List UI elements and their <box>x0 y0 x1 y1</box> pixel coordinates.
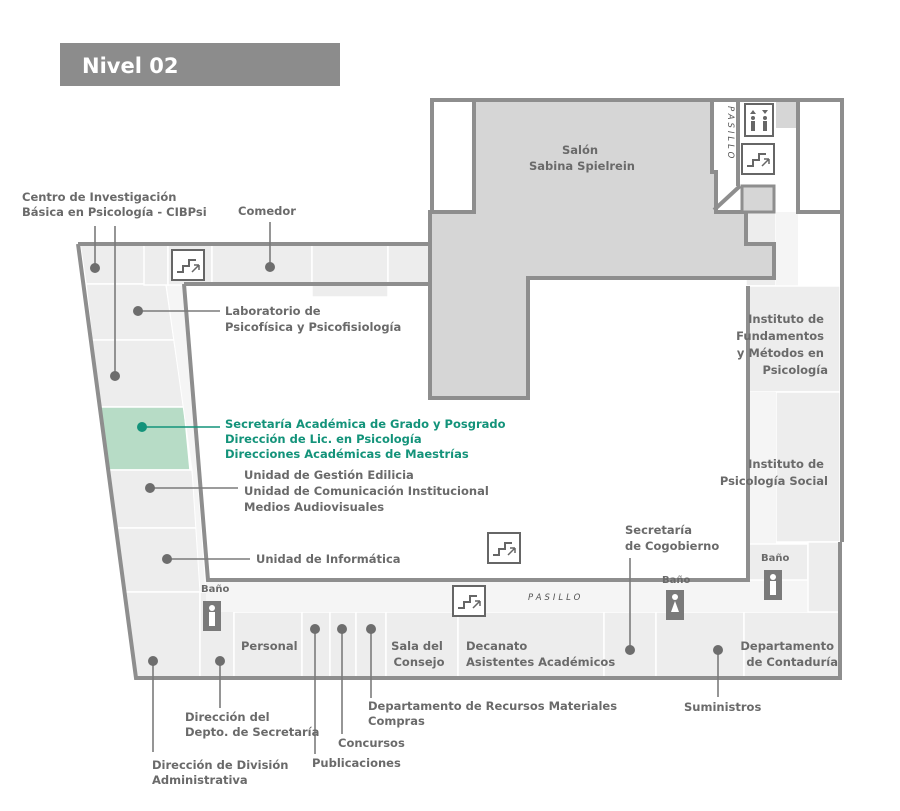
label-cogobierno: Secretaría de Cogobierno <box>625 523 719 553</box>
room-cibpsi[interactable] <box>91 339 185 408</box>
corridor-label-vertical: PASILLO <box>725 106 735 161</box>
label-depto-secretaria: Dirección del Depto. de Secretaría <box>185 710 319 739</box>
label-contaduria: Departamento de Contaduría <box>740 639 838 669</box>
label-gestion: Unidad de Gestión Edilicia Unidad de Com… <box>244 468 493 514</box>
bath-label-right: Baño <box>761 553 789 564</box>
room-secretaria-academica[interactable] <box>99 406 191 471</box>
bath-label-left: Baño <box>201 584 229 595</box>
bath-label-center: Baño <box>662 575 690 586</box>
room-top-right[interactable] <box>387 244 433 286</box>
label-personal: Personal <box>241 639 298 653</box>
room-lab[interactable] <box>85 283 175 341</box>
label-informatica: Unidad de Informática <box>256 552 401 566</box>
corridor-label-horizontal: PASILLO <box>528 593 583 603</box>
room-small-1[interactable] <box>301 611 331 679</box>
label-suministros: Suministros <box>684 700 761 714</box>
room-right-strip <box>776 212 798 286</box>
label-concursos: Concursos <box>338 736 405 750</box>
room-gestion[interactable] <box>107 469 201 529</box>
elevator-icon <box>744 103 774 137</box>
room-top-left[interactable] <box>143 244 169 286</box>
room-small-2[interactable] <box>329 611 357 679</box>
stairs-icon <box>452 585 486 617</box>
label-cibpsi: Centro de Investigación Básica en Psicol… <box>22 190 207 219</box>
stairs-icon <box>171 249 205 281</box>
room-horizontal-corridor <box>206 580 840 612</box>
label-division-admin: Dirección de División Administrativa <box>152 758 292 787</box>
room-right-block-cell[interactable] <box>798 100 842 212</box>
label-instituto-fundamentos: Instituto de Fundamentos y Métodos en Ps… <box>736 312 828 377</box>
label-recursos: Departamento de Recursos Materiales Comp… <box>368 699 621 728</box>
room-right-corner[interactable] <box>807 541 841 613</box>
label-salon: Salón Sabina Spielrein <box>529 143 635 173</box>
label-comedor: Comedor <box>238 204 296 218</box>
room-top-mid[interactable] <box>311 244 389 298</box>
rooms <box>79 100 842 679</box>
stairs-icon <box>487 532 521 564</box>
label-decanato: Decanato Asistentes Académicos <box>466 639 615 669</box>
walls <box>76 98 844 680</box>
restroom-icon <box>203 601 221 631</box>
leaders <box>90 222 723 754</box>
label-secretaria-academica: Secretaría Académica de Grado y Posgrado… <box>225 417 510 461</box>
level-title: Nivel 02 <box>82 54 178 78</box>
stair-block-right <box>740 184 776 214</box>
elevator-block <box>776 100 798 128</box>
stairs-icon <box>741 143 775 175</box>
level-title-banner <box>60 43 340 86</box>
room-personal[interactable] <box>233 611 303 679</box>
label-publicaciones: Publicaciones <box>312 756 401 770</box>
room-comedor[interactable] <box>211 244 313 286</box>
label-instituto-social: Instituto de Psicología Social <box>720 457 828 488</box>
label-laboratorio: Laboratorio de Psicofísica y Psicofisiol… <box>225 304 401 334</box>
room-salon-left-cell[interactable] <box>432 100 474 212</box>
label-sala-consejo: Sala del Consejo <box>391 639 447 669</box>
room-suministros[interactable] <box>655 611 745 679</box>
restroom-icon <box>666 590 684 620</box>
room-cibpsi-top[interactable] <box>79 243 147 285</box>
restroom-icon <box>764 570 782 600</box>
